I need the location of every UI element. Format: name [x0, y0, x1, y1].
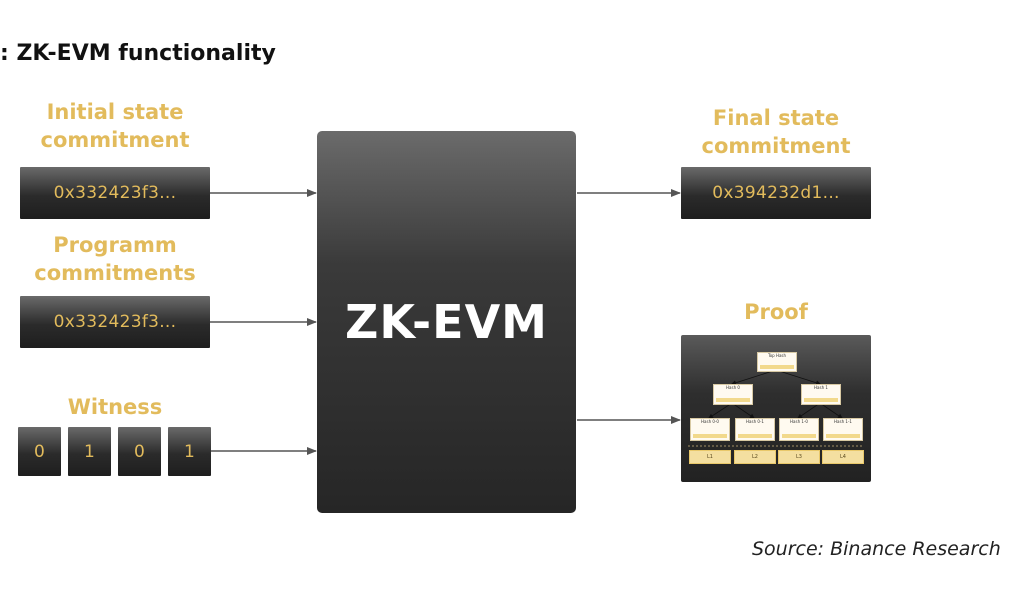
- initial-state-label: Initial state commitment: [20, 98, 210, 154]
- proof-data-block-1: L2: [734, 450, 776, 464]
- proof-leaf-node-3: Hash 1-1: [823, 418, 863, 441]
- witness-bit-3: 1: [168, 427, 211, 476]
- proof-mid-label-1: Hash 1: [814, 385, 828, 390]
- program-commitments-label-line1: Programm: [53, 233, 177, 257]
- witness-bit-0: 0: [18, 427, 61, 476]
- zk-evm-core-label: ZK-EVM: [345, 295, 548, 349]
- initial-state-label-line1: Initial state: [46, 100, 184, 124]
- proof-leaf-label-0: Hash 0-0: [701, 419, 719, 424]
- initial-state-label-line2: commitment: [40, 128, 190, 152]
- final-state-label-line2: commitment: [701, 134, 851, 158]
- witness-label: Witness: [67, 395, 163, 419]
- initial-state-value-box: 0x332423f3...: [20, 167, 210, 219]
- witness-bit-1: 1: [68, 427, 111, 476]
- final-state-label-line1: Final state: [712, 106, 840, 130]
- proof-root-node: Top Hash: [757, 352, 797, 372]
- proof-mid-label-0: Hash 0: [726, 385, 740, 390]
- proof-leaf-label-3: Hash 1-1: [834, 419, 852, 424]
- proof-mid-node-1: Hash 1: [801, 384, 841, 405]
- proof-data-block-2: L3: [778, 450, 820, 464]
- proof-root-label: Top Hash: [767, 353, 787, 358]
- proof-leaf-label-2: Hash 1-0: [790, 419, 808, 424]
- proof-data-block-3: L4: [822, 450, 864, 464]
- proof-leaf-node-2: Hash 1-0: [779, 418, 819, 441]
- proof-leaf-node-0: Hash 0-0: [690, 418, 730, 441]
- program-commitments-label: Programm commitments: [20, 231, 210, 287]
- zk-evm-core-box: ZK-EVM: [317, 131, 576, 513]
- source-caption: Source: Binance Research: [752, 538, 1001, 560]
- proof-leaf-node-1: Hash 0-1: [735, 418, 775, 441]
- proof-data-block-0: L1: [689, 450, 731, 464]
- proof-leaf-label-1: Hash 0-1: [746, 419, 764, 424]
- proof-mid-node-0: Hash 0: [713, 384, 753, 405]
- figure-title: : ZK-EVM functionality: [0, 41, 276, 66]
- program-commitments-label-line2: commitments: [34, 261, 196, 285]
- final-state-label: Final state commitment: [681, 104, 871, 160]
- witness-bit-2: 0: [118, 427, 161, 476]
- final-state-value-box: 0x394232d1...: [681, 167, 871, 219]
- program-commitments-value-box: 0x332423f3...: [20, 296, 210, 348]
- proof-label: Proof: [744, 300, 808, 324]
